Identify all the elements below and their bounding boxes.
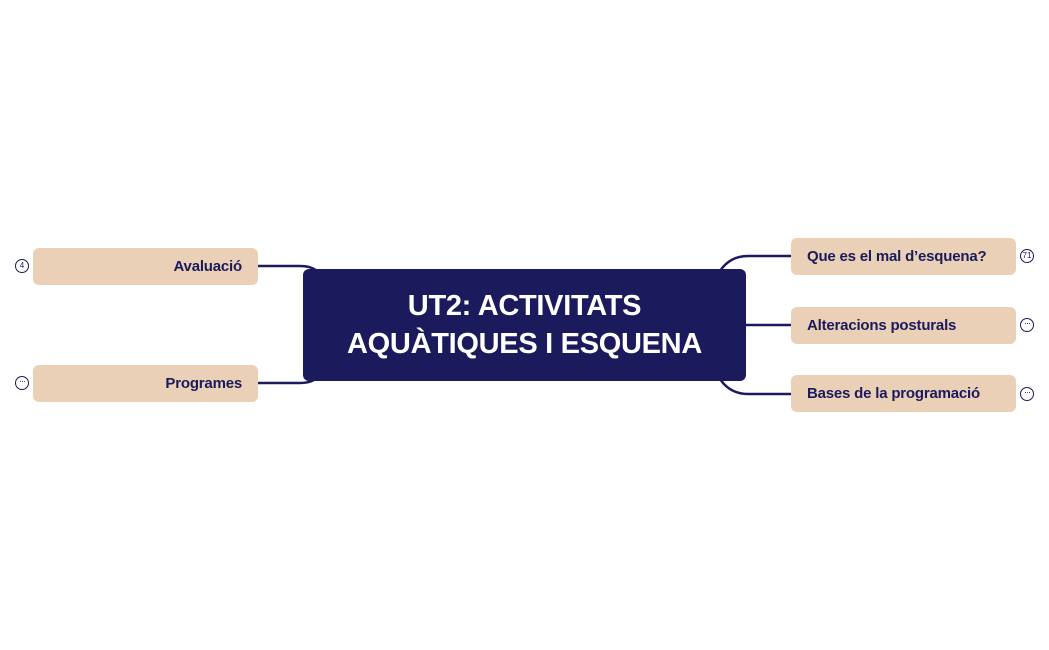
topic-avaluacio[interactable]: Avaluació xyxy=(33,248,258,285)
collapsed-count-badge[interactable]: 4 xyxy=(15,259,29,273)
more-dots-icon: ··· xyxy=(1024,318,1031,328)
topic-bases-programacio[interactable]: Bases de la programació xyxy=(791,375,1016,412)
collapsed-count-badge[interactable]: 71 xyxy=(1020,249,1034,263)
central-topic-title: UT2: ACTIVITATS AQUÀTIQUES I ESQUENA xyxy=(347,290,702,360)
topic-alteracions-posturals[interactable]: Alteracions posturals xyxy=(791,307,1016,344)
connector-mal-esquena xyxy=(718,254,791,272)
connector-bases xyxy=(718,378,791,396)
collapsed-count: 4 xyxy=(19,261,25,270)
more-dots-icon: ··· xyxy=(19,376,26,386)
expand-toggle-badge[interactable]: ··· xyxy=(1020,318,1034,332)
more-dots-icon: ··· xyxy=(1024,387,1031,397)
topic-label: Programes xyxy=(165,375,242,392)
topic-label: Que es el mal d’esquena? xyxy=(807,248,987,265)
topic-label: Alteracions posturals xyxy=(807,317,957,334)
central-topic[interactable]: UT2: ACTIVITATS AQUÀTIQUES I ESQUENA xyxy=(303,269,746,381)
topic-programes[interactable]: Programes xyxy=(33,365,258,402)
topic-label: Bases de la programació xyxy=(807,385,980,402)
collapsed-count: 71 xyxy=(1022,251,1032,260)
topic-mal-esquena[interactable]: Que es el mal d’esquena? xyxy=(791,238,1016,275)
expand-toggle-badge[interactable]: ··· xyxy=(1020,387,1034,401)
topic-label: Avaluació xyxy=(173,258,242,275)
expand-toggle-badge[interactable]: ··· xyxy=(15,376,29,390)
